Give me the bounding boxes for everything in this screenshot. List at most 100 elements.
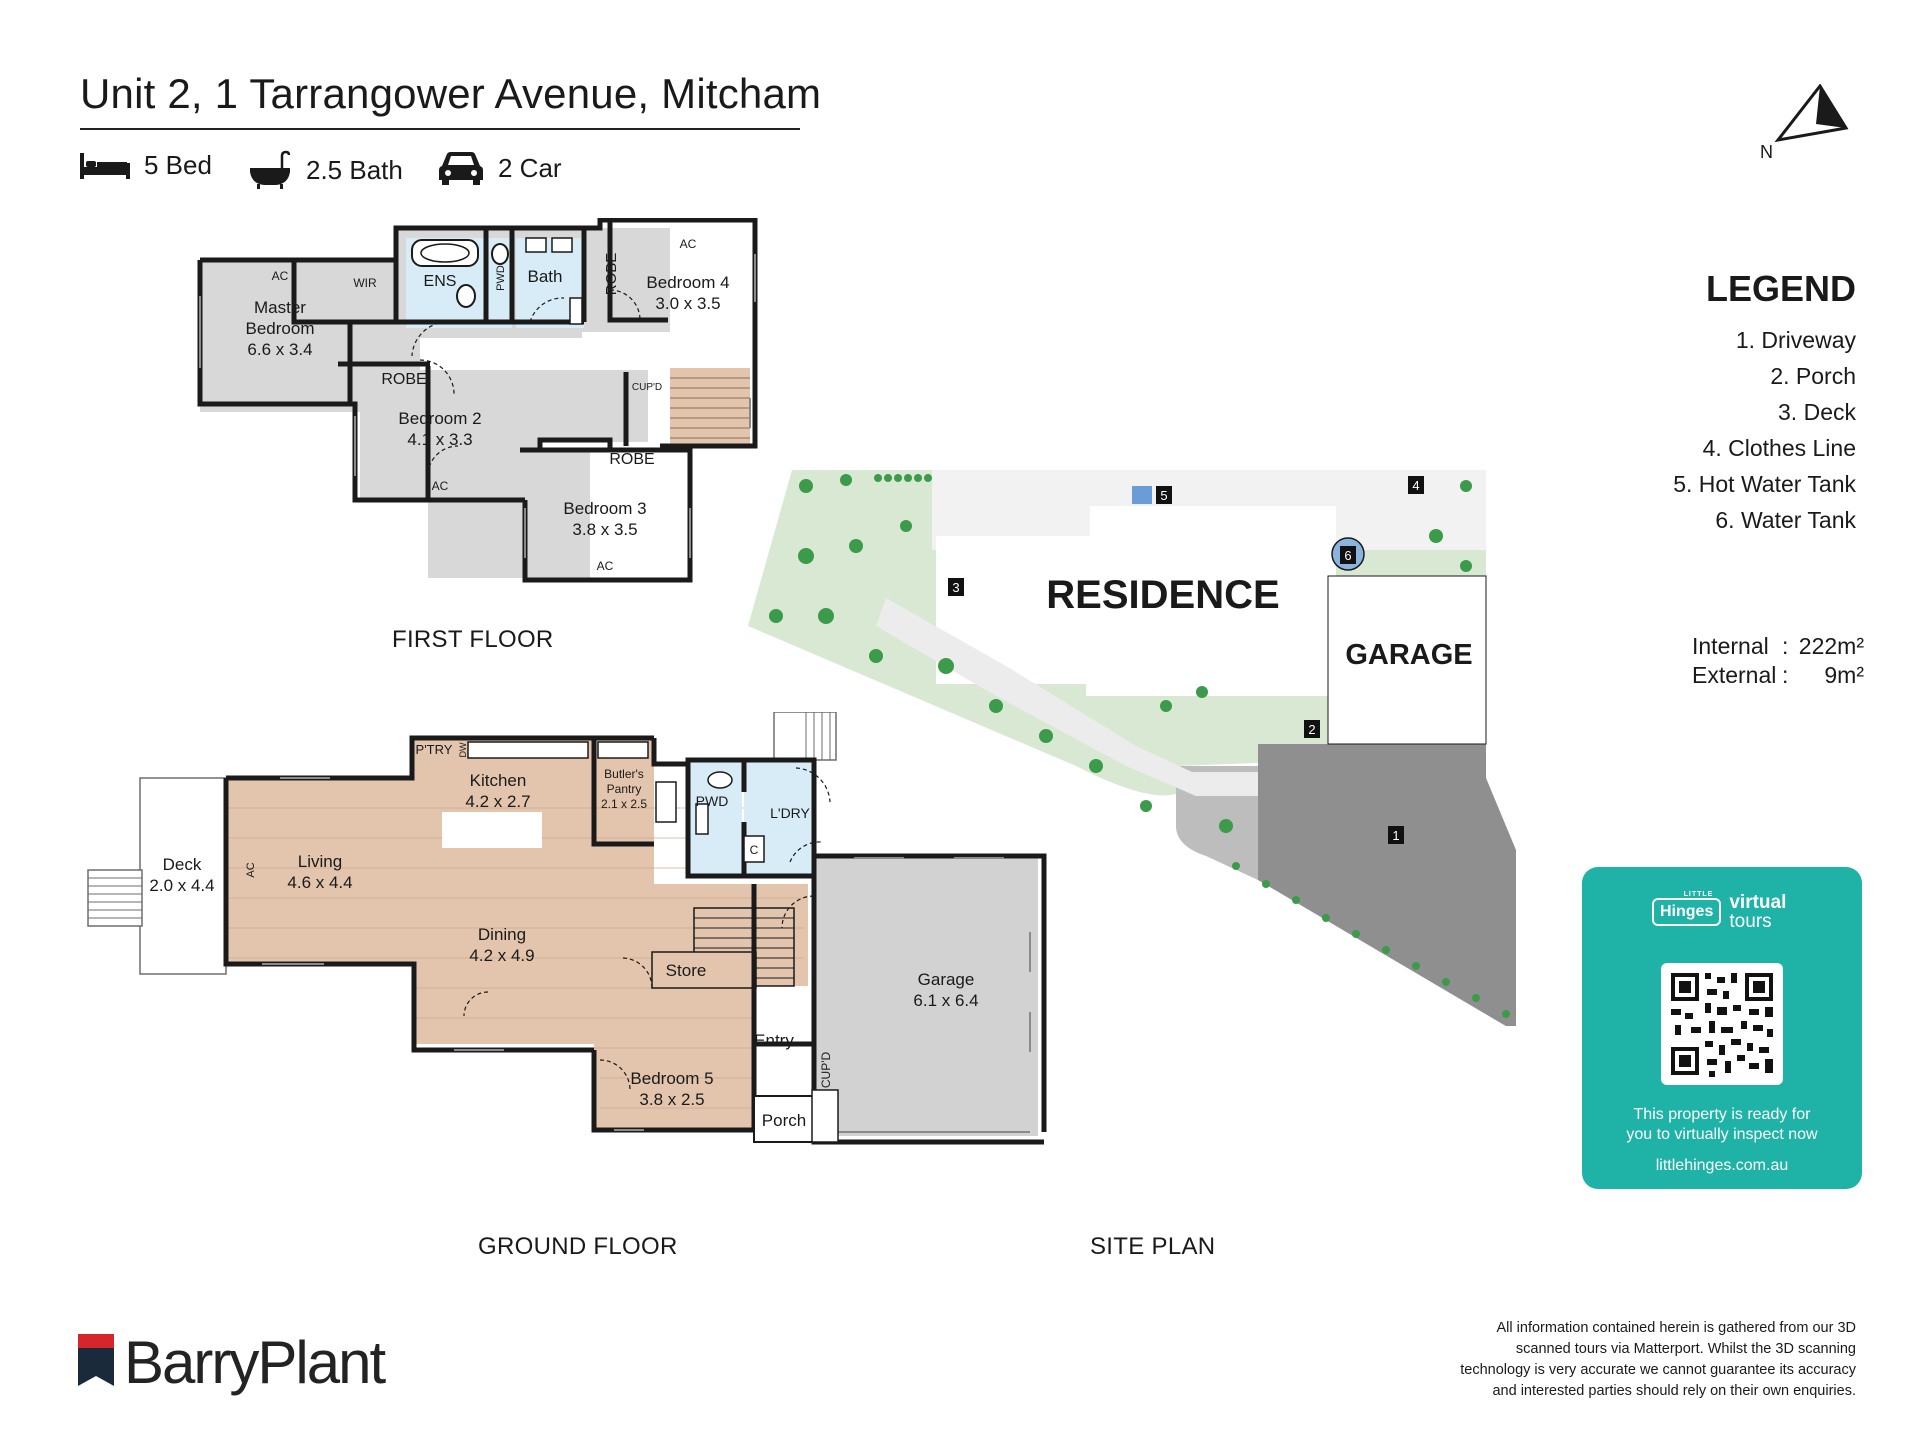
ac-label: AC: [432, 479, 449, 493]
bedroom4-size: 3.0 x 3.5: [655, 294, 720, 313]
title-underline: [80, 128, 800, 130]
legend-item-hot-water-tank: 5. Hot Water Tank: [1673, 471, 1856, 497]
legend-item-driveway: 1. Driveway: [1735, 327, 1856, 353]
bedroom2-robe-label: ROBE: [381, 371, 426, 388]
site-marker-1: 1: [1388, 826, 1404, 844]
dishwasher-label: DW: [458, 742, 468, 757]
car-icon: [438, 150, 484, 186]
ground-floor-pwd-label: PWD: [696, 793, 729, 809]
dining-label: Dining: [478, 925, 526, 944]
barry-plant-logo: BarryPlant: [78, 1328, 386, 1397]
bed-count-label: 5 Bed: [144, 150, 212, 180]
bedroom3-robe-label: ROBE: [609, 451, 654, 468]
site-plan-label: SITE PLAN: [1090, 1233, 1216, 1260]
living-size: 4.6 x 4.4: [287, 873, 352, 892]
legend-list: 1. Driveway 2. Porch 3. Deck 4. Clothes …: [1673, 322, 1856, 538]
master-bedroom-label: Master: [254, 298, 306, 317]
site-marker-3: 3: [948, 578, 964, 596]
site-marker-2: 2: [1304, 720, 1320, 738]
dining-size: 4.2 x 4.9: [469, 946, 534, 965]
first-floor-label: FIRST FLOOR: [392, 626, 554, 653]
laundry-label: L'DRY: [770, 805, 810, 821]
car-count-label: 2 Car: [498, 152, 562, 183]
ac-label: AC: [245, 862, 257, 877]
entry-label: Entry: [754, 1031, 794, 1050]
virtual-tour-message: This property is ready for you to virtua…: [1626, 1106, 1818, 1143]
butlers-pantry-label-2: Pantry: [607, 782, 642, 796]
qr-code-icon[interactable]: [1661, 963, 1783, 1085]
area-summary: Internal : 222m² External : 9m²: [1692, 632, 1864, 690]
barry-plant-flag-icon: [78, 1334, 114, 1391]
legend-title: LEGEND: [1705, 268, 1856, 309]
first-floor-pwd-label: PWD: [495, 265, 507, 291]
living-label: Living: [298, 852, 342, 871]
svg-text:1: 1: [1392, 828, 1399, 843]
virtual-tour-card[interactable]: LITTLE Hinges virtual tours: [1582, 867, 1862, 1189]
first-floor-plan: AC Master Bedroom 6.6 x 3.4 WIR ENS PWD …: [190, 218, 770, 598]
bed-count: 5 Bed: [80, 150, 212, 181]
bath-label: Bath: [528, 267, 563, 286]
butlers-pantry-size: 2.1 x 2.5: [601, 797, 647, 811]
ac-label: AC: [680, 237, 697, 251]
porch-label: Porch: [762, 1111, 806, 1130]
bedroom3-size: 3.8 x 3.5: [572, 520, 637, 539]
legend-item-water-tank: 6. Water Tank: [1715, 507, 1856, 533]
bedroom5-label: Bedroom 5: [630, 1069, 713, 1088]
legend-item-porch: 2. Porch: [1770, 363, 1856, 389]
site-marker-4: 4: [1408, 476, 1424, 494]
little-hinges-logo: LITTLE Hinges virtual tours: [1652, 891, 1787, 932]
bed-icon: [80, 151, 130, 181]
bath-count: 2.5 Bath: [248, 150, 403, 190]
kitchen-label: Kitchen: [470, 771, 527, 790]
north-label: N: [1760, 142, 1773, 162]
bedroom3-label: Bedroom 3: [563, 499, 646, 518]
north-arrow: N: [1758, 83, 1854, 169]
svg-text:2: 2: [1308, 722, 1315, 737]
internal-area-label: Internal: [1692, 633, 1769, 659]
deck-size: 2.0 x 4.4: [149, 876, 214, 895]
deck-label: Deck: [163, 855, 202, 874]
legend-item-clothes-line: 4. Clothes Line: [1702, 435, 1856, 461]
site-garage-label: GARAGE: [1345, 639, 1472, 671]
ground-floor-label: GROUND FLOOR: [478, 1233, 678, 1260]
ground-floor-plan: P'TRY DW Kitchen 4.2 x 2.7 Butler's Pant…: [84, 712, 1080, 1164]
internal-area-row: Internal : 222m²: [1692, 633, 1864, 659]
bedroom4-label: Bedroom 4: [646, 273, 729, 292]
property-address-title: Unit 2, 1 Tarrangower Avenue, Mitcham: [80, 70, 822, 117]
virtual-tours-wordmark: virtual tours: [1729, 892, 1787, 932]
site-plan: 1 2 3 4 5 6 RESIDENCE GARAGE: [746, 466, 1566, 1026]
svg-text:4: 4: [1412, 478, 1419, 493]
residence-label: RESIDENCE: [1046, 573, 1279, 617]
wir-label: WIR: [353, 276, 377, 290]
svg-text:6: 6: [1344, 548, 1351, 563]
master-bedroom-label-2: Bedroom: [246, 319, 315, 338]
store-label: Store: [666, 961, 707, 980]
legend-item-deck: 3. Deck: [1778, 399, 1856, 425]
bath-icon: [248, 150, 292, 190]
cupboard-c-label: C: [750, 843, 759, 857]
car-count: 2 Car: [438, 150, 562, 186]
ensuite-label: ENS: [424, 273, 457, 290]
first-floor-cupboard-label: CUP'D: [632, 382, 662, 393]
garage-size: 6.1 x 6.4: [913, 991, 978, 1010]
site-marker-6: 6: [1340, 546, 1356, 564]
ground-floor-cupboard-label: CUP'D: [819, 1052, 833, 1089]
pantry-label: P'TRY: [416, 742, 453, 757]
ac-label: AC: [597, 559, 614, 573]
kitchen-size: 4.2 x 2.7: [465, 792, 530, 811]
bath-count-label: 2.5 Bath: [306, 154, 403, 185]
bedroom2-label: Bedroom 2: [398, 409, 481, 428]
bedroom4-robe-label: ROBE: [603, 253, 620, 296]
disclaimer-text: All information contained herein is gath…: [1460, 1320, 1856, 1399]
svg-text:3: 3: [952, 580, 959, 595]
barry-plant-wordmark: BarryPlant: [124, 1329, 386, 1396]
svg-text:5: 5: [1160, 488, 1167, 503]
external-area-row: External : 9m²: [1692, 662, 1864, 688]
garage-label: Garage: [918, 970, 975, 989]
virtual-tour-url-link[interactable]: littlehinges.com.au: [1655, 1157, 1789, 1174]
internal-area-value: 222m²: [1798, 633, 1864, 659]
master-bedroom-size: 6.6 x 3.4: [247, 340, 312, 359]
hinges-wordmark: LITTLE Hinges: [1652, 891, 1722, 926]
butlers-pantry-label: Butler's: [604, 767, 644, 781]
site-marker-5: 5: [1156, 486, 1172, 504]
